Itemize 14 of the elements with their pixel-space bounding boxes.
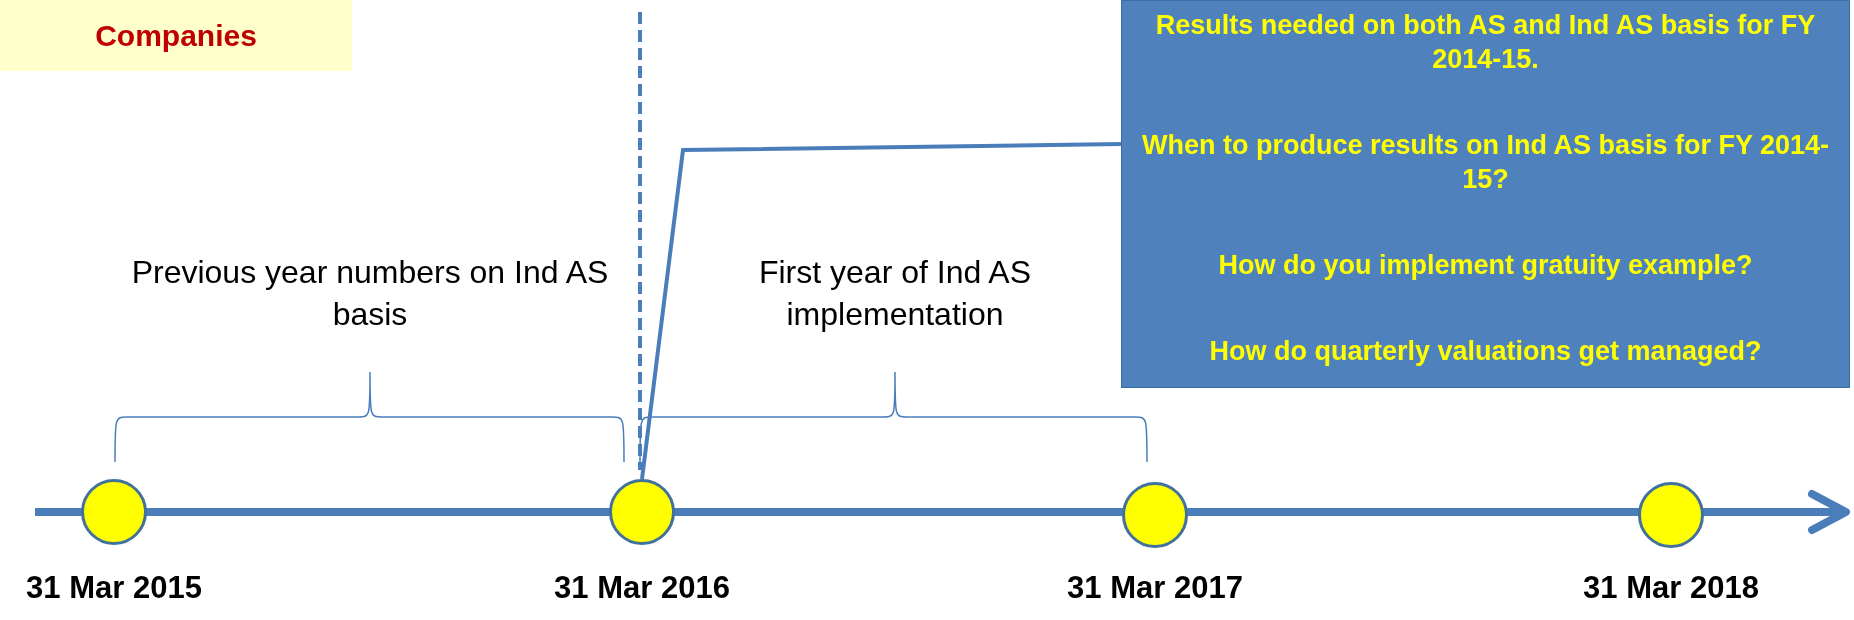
period-label: Previous year numbers on Ind AS basis: [130, 253, 610, 334]
question-text: How do you implement gratuity example?: [1217, 249, 1754, 282]
question-text: When to produce results on Ind AS basis for FY 2014-15?: [1140, 129, 1831, 196]
question-panel: [1121, 0, 1850, 388]
question-text: How do quarterly valuations get managed?: [1208, 335, 1763, 369]
date-label: 31 Mar 2016: [553, 570, 731, 606]
heading-text: Companies: [95, 18, 257, 53]
date-label: 31 Mar 2018: [1582, 570, 1760, 606]
period-label: First year of Ind AS implementation: [757, 253, 1033, 334]
date-label: 31 Mar 2017: [1066, 570, 1244, 606]
leader-line: [640, 142, 1122, 480]
date-label: 31 Mar 2015: [25, 570, 203, 606]
heading-box: [0, 0, 352, 71]
question-text: Results needed on both AS and Ind AS basis for FY 2014-15.: [1154, 9, 1817, 76]
